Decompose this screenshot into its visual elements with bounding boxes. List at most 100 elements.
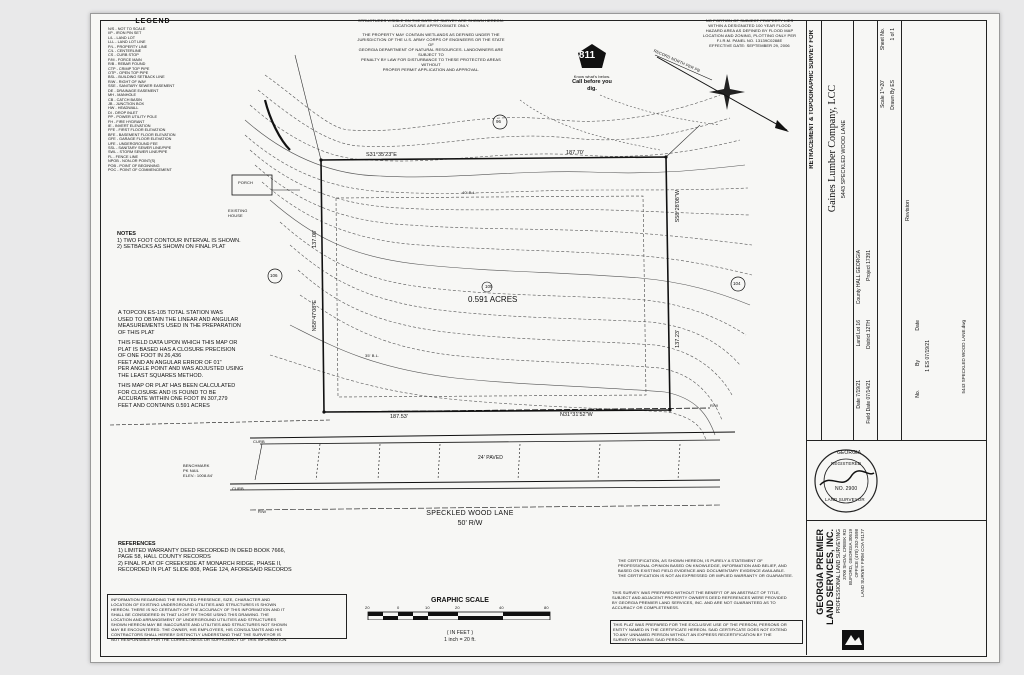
sheet-label: Sheet No. — [880, 28, 886, 51]
topright-line: F.I.R.M. PANEL NO. 13139C0288E — [716, 38, 783, 43]
scale-tick: 20 — [455, 605, 460, 610]
exclusive-line: TO ANY UNNAMED PERSON WITHOUT AN EXPRESS… — [613, 632, 772, 637]
utility-line: NOT RESPONSIBLE FOR THE CORRECTNESS OR S… — [111, 637, 287, 642]
district-value: 12TH — [866, 320, 872, 333]
reference-line: 2) FINAL PLAT OF CREEKSIDE AT MONARCH RI… — [118, 560, 282, 567]
curb-label-bottom: CURB — [232, 486, 244, 491]
reference-line: 1) LIMITED WARRANTY DEED RECORDED IN DEE… — [118, 547, 286, 554]
notes-title: NOTES — [117, 231, 136, 237]
scale-tick: 20 — [365, 605, 370, 610]
district-field: District 12TH — [866, 320, 872, 349]
utility-line: INFORMATION REGARDING THE REPUTED PRESEN… — [111, 597, 271, 602]
topnote-line: THE PROPERTY MAY CONTAIN WETLANDS AS DEF… — [362, 32, 500, 37]
legend-item: DI - DROP INLET — [108, 110, 138, 115]
rw-label: R/W — [258, 509, 267, 514]
equip-line: THIS FIELD DATA UPON WHICH THIS MAP OR — [118, 340, 238, 346]
survey-type-strip: RETRACEMENT & TOPOGRAPHIC SURVEY FOR — [807, 20, 822, 440]
lot-marker-right — [730, 276, 746, 292]
lot-marker-center — [481, 281, 493, 293]
north-arrow-icon — [656, 56, 789, 132]
revision-no-label: No. — [915, 390, 921, 398]
landlot-label: Land Lot — [856, 326, 862, 347]
lot-marker-top — [492, 114, 508, 130]
scale-tick: 10 — [425, 605, 430, 610]
reference-line: RECORDED IN PLAT SLIDE 808, PAGE 124, AF… — [118, 567, 292, 573]
road — [109, 407, 736, 511]
existing-house-label: EXISTING HOUSE — [228, 208, 248, 218]
legend-item: BFE - BASEMENT FLOOR ELEVATION — [108, 132, 176, 137]
graphic-scale-unit: ( IN FEET ) — [446, 630, 474, 636]
references: REFERENCES 1) LIMITED WARRANTY DEED RECO… — [118, 541, 348, 574]
graphic-scale-ratio: 1 inch = 20 ft. — [444, 637, 476, 643]
county-value: HALL GEORGIA — [856, 250, 862, 288]
company-line-4: 3700 SHOAL CREEK RD — [842, 529, 847, 580]
legend-title: LEGEND — [135, 18, 171, 25]
legend-item: CS - CURB STOP — [108, 53, 139, 58]
topright-line: WITHIN A DESIGNATED 100 YEAR FLOOD — [708, 23, 791, 28]
legend-item: UFE - UNDERGROUND FEE — [108, 141, 158, 146]
abstract-line: ACCURACY OR COMPLETENESS. — [612, 605, 680, 610]
date-label: Date — [856, 398, 862, 409]
date-value: 7/19/21 — [856, 380, 862, 397]
call-811-number: 811 — [578, 50, 596, 61]
project-value: 17391 — [866, 250, 872, 264]
setback-front-label: 35' B.L. — [365, 353, 380, 358]
abstract-line: BY GEORGIA PREMIER LAND SERVICES, INC. A… — [612, 600, 776, 605]
legend-item: POB - POINT OF BEGINNING — [108, 163, 160, 168]
cad-file: 5443 SPECKLED WOOD LANE.dwg — [961, 320, 966, 394]
county-field: County HALL GEORGIA — [856, 250, 862, 304]
legend-item: SWL - STORM SEWER LINE/PIPE — [108, 150, 168, 155]
legend-item: POC - POINT OF COMMENCEMENT — [108, 168, 172, 172]
seal-registered: REGISTERED — [831, 461, 862, 466]
company-name-2: LAND SERVICES, INC. — [825, 529, 835, 625]
legend-item: FH - FIRE HYDRANT — [108, 119, 145, 124]
scale-value: 1"=20' — [880, 80, 886, 94]
topright-line: LOCATION AND ZONING, PLOTTING ONLY PER — [702, 33, 797, 38]
paper-sheet — [90, 13, 1000, 663]
legend-item: BSL - BUILDING SETBACK LINE — [108, 75, 165, 80]
legend-item: OTP - OPEN TOP PIPE — [108, 71, 149, 76]
notes-item: 2) SETBACKS AS SHOWN ON FINAL PLAT — [117, 244, 226, 250]
topnote-line: PENALTY BY LAW FOR DISTURBANCE TO THESE … — [361, 57, 501, 67]
seal-number: NO. 2900 — [835, 486, 858, 492]
topright-line: NO PORTION OF SUBJECT PROPERTY LIES — [705, 18, 794, 23]
bottom-distance: 187.53' — [390, 414, 408, 420]
plat-drawing — [109, 54, 789, 620]
benchmark-line: ELEV.: 1008.84' — [183, 473, 213, 478]
lot-number-top: 96 — [496, 119, 502, 124]
legend-item: C/L - CENTERLINE — [108, 49, 142, 54]
legend-item: HW - HEADWALL — [108, 106, 139, 111]
cert-line: PROFESSIONAL OPINION BASED ON KNOWLEDGE,… — [618, 563, 787, 568]
utility-line: SHALL BE CONSIDERED IN THAT LIGHT BY THO… — [111, 612, 269, 617]
call-811-shape-icon — [578, 44, 606, 68]
revision-title: Revision — [905, 200, 911, 222]
equip-line: USED TO OBTAIN THE LINEAR AND ANGULAR — [118, 316, 239, 323]
surveyor-seal-icon — [814, 449, 878, 513]
lot-number-right: 104 — [733, 281, 741, 286]
scale-tick: 40 — [499, 605, 504, 610]
legend-item: CTP - CRIMP TOP PIPE — [108, 66, 150, 71]
drawn-by-field: Drawn By ES — [890, 80, 896, 110]
equip-line: ACCURATE WITHIN ONE FOOT IN 307,279 — [118, 396, 228, 402]
call-811-logo: 811 Know what's below. Call before you d… — [572, 43, 612, 92]
setback-lines — [335, 195, 647, 398]
acreage-label: 0.591 ACRES — [468, 295, 518, 304]
exclusive-line: THIS PLAT WAS PREPARED FOR THE EXCLUSIVE… — [613, 622, 787, 627]
details-strip-1: Date 7/19/21 Land Lot 16 County HALL GEO… — [853, 20, 878, 440]
landlot-field: Land Lot 16 — [856, 320, 862, 346]
legend-item: L/L - LAND LOT — [108, 35, 136, 40]
legend-item: IE - INVERT ELEVATION — [108, 123, 151, 128]
graphic-scale-title: GRAPHIC SCALE — [431, 597, 489, 604]
right-bearing: S58°28'08"W — [675, 190, 681, 223]
porch-outline — [231, 174, 273, 196]
cert-line: THE CERTIFICATION IS NOT AN EXPRESSED OR… — [618, 573, 794, 578]
utility-line: LOCATION AND ARRANGEMENT OF UNDERGROUND … — [111, 617, 277, 622]
property-boundary — [320, 156, 671, 413]
scale-tick: 0 — [397, 605, 400, 610]
company-line-5: BUFORD, GEORGIA 30519 — [848, 529, 853, 586]
scale-field: Scale 1"=20' — [880, 80, 886, 108]
exclusive-line: SURVEYOR NAMING SAID PERSON. — [613, 637, 685, 642]
scale-tick: 80 — [544, 605, 549, 610]
date-field: Date 7/19/21 — [856, 380, 862, 409]
